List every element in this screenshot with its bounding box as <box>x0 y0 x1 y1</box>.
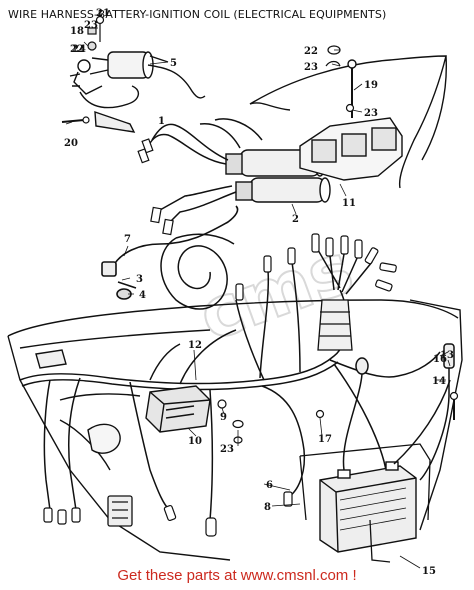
misc-fasteners <box>233 391 459 444</box>
callout-1: 1 <box>158 116 165 127</box>
callout-6: 6 <box>266 480 273 491</box>
harness-sleeve <box>317 299 353 351</box>
starter-relay <box>69 51 206 133</box>
coiled-wire <box>160 233 235 310</box>
callout-23-regulator: 23 <box>220 444 234 455</box>
callout-23-left: 23 <box>84 20 98 31</box>
callout-9: 9 <box>220 412 227 423</box>
ignition-coil-front <box>235 177 331 203</box>
battery-leads <box>342 343 455 481</box>
callout-24: 24 <box>72 44 86 55</box>
callout-3: 3 <box>136 274 143 285</box>
battery-tray <box>299 443 431 563</box>
callout-leaders <box>65 27 451 569</box>
harness-terminals-top <box>235 233 397 301</box>
callout-19: 19 <box>364 80 378 91</box>
callout-2: 2 <box>292 214 299 225</box>
callout-23-top: 23 <box>304 62 318 73</box>
relay-hardware <box>61 15 105 124</box>
callout-22-top: 22 <box>304 46 318 57</box>
callout-17: 17 <box>318 434 332 445</box>
callout-15: 15 <box>422 566 436 577</box>
callout-23-bracket: 23 <box>364 108 378 119</box>
callout-20: 20 <box>64 138 78 149</box>
frame-panel-upper <box>249 55 447 189</box>
callout-8: 8 <box>264 502 271 513</box>
coil-mount-bracket <box>299 59 403 181</box>
callout-13: 13 <box>440 350 454 361</box>
callout-22-left: 22 <box>70 44 84 55</box>
coil-leads <box>145 118 263 223</box>
harness-terminals-bottom <box>43 491 293 537</box>
footer-promo-link[interactable]: Get these parts at www.cmsnl.com ! <box>117 567 357 584</box>
callout-14: 14 <box>432 376 446 387</box>
callout-11: 11 <box>342 198 356 209</box>
callout-7: 7 <box>124 234 131 245</box>
regulator-unit <box>145 385 211 433</box>
harness-connector <box>107 495 133 527</box>
callout-10: 10 <box>188 436 202 447</box>
callout-12: 12 <box>188 340 202 351</box>
callout-21: 21 <box>96 8 110 19</box>
coil-terminal-caps <box>137 138 174 236</box>
callout-5: 5 <box>170 58 177 69</box>
callout-4: 4 <box>139 290 146 301</box>
bolt-hardware-top <box>325 45 355 113</box>
regulator-hardware <box>217 399 244 429</box>
battery <box>319 461 417 553</box>
callout-16: 16 <box>433 354 447 365</box>
callout-18: 18 <box>70 26 84 37</box>
